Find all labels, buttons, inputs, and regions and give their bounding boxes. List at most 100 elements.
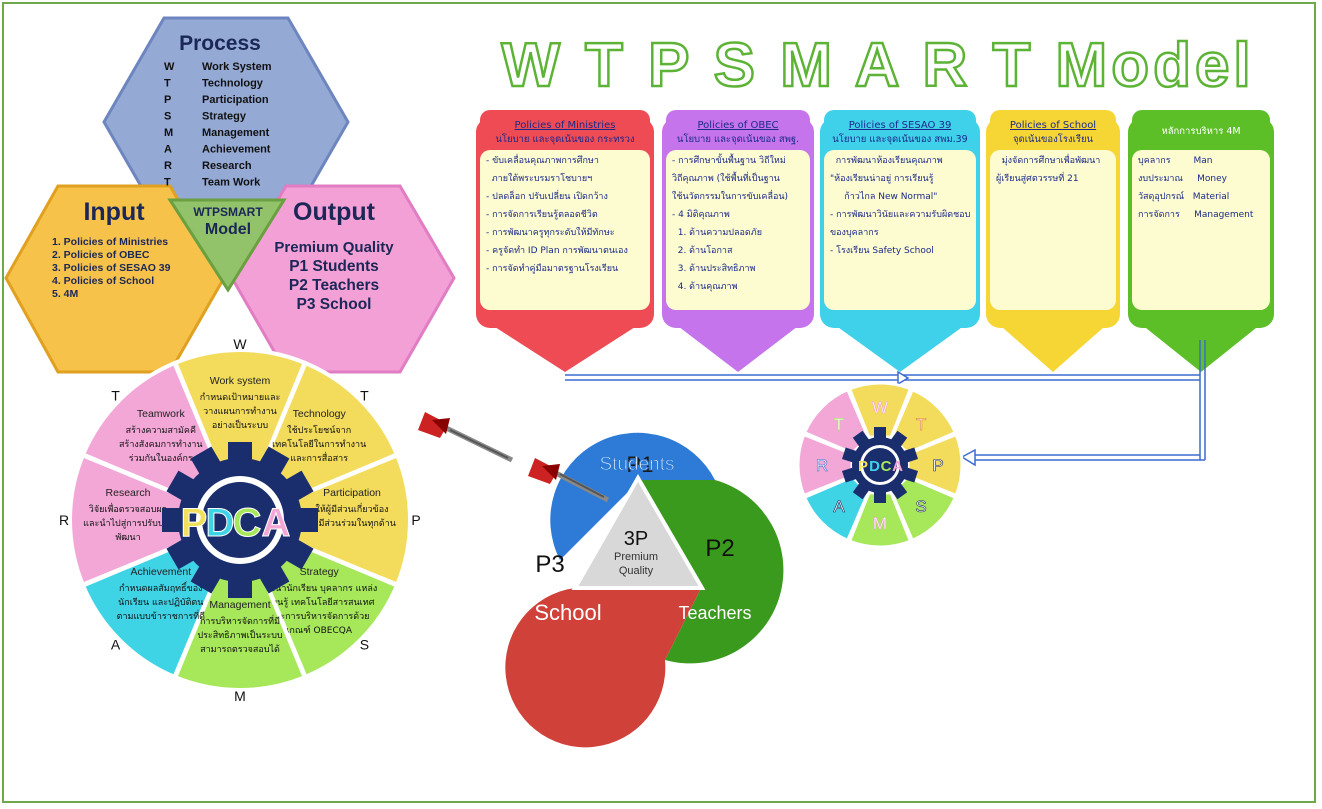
dart-icon [528,458,610,503]
wheel-petal: TTeamworkสร้างความสามัคคีสร้างสังคมการทำ… [80,360,222,502]
policy-line: วัสดุอุปกรณ์ Material [1138,190,1229,202]
input-item: 4. Policies of School [52,275,154,287]
policy-line: 2. ด้านโอกาส [672,245,733,256]
policy-panel-header [824,110,976,146]
p3-segment [505,588,700,748]
output-item: P3 School [297,296,372,313]
small-wheel-petal [847,381,913,439]
premium-label: Premium [614,551,658,563]
wheel-petal-title: Management [209,599,270,611]
policy-panel-arrow [828,320,972,372]
output-item: P2 Teachers [289,277,379,294]
small-wheel-petal [796,432,854,498]
p2-teachers-label: Teachers [678,603,751,623]
policy-title: Policies of Ministries [515,120,616,131]
wheel-petal-letter: S [360,636,369,652]
process-letter: P [164,94,171,106]
process-item: Participation [202,94,269,106]
policy-line: - ปลดล็อก ปรับเปลี่ยน เปิดกว้าง [486,189,608,202]
input-item: 3. Policies of SESAO 39 [52,262,171,274]
small-wheel-letter: T [916,415,926,434]
policy-panel-header [1132,110,1270,146]
output-item: Premium Quality [274,239,394,256]
policy-line: 1. ด้านความปลอดภัย [672,227,762,238]
input-item: 5. 4M [52,288,79,300]
wheel-petal-line: พัฒนานักเรียน บุคลากร แหล่ง [261,583,377,594]
policy-line: - การจัดทำคู่มือมาตรฐานโรงเรียน [486,263,618,274]
process-item: Research [202,160,252,172]
small-pdca-letter: C [881,458,892,475]
pdca-wheel: W Work system กำหนดเป้าหมายและวางแผนการทำง… [59,336,421,704]
wheel-petal-letter: W [233,336,247,352]
policy-subtitle: นโยบาย และจุดเน้นของ สพฐ. [677,133,799,145]
input-heading: Input [83,198,145,226]
policy-panel-body [666,150,810,310]
policy-title: Policies of OBEC [697,120,778,131]
wheel-petal-letter: R [59,512,69,528]
wheel-petal: TTechnologyใช้ประโยชน์จากเทคโนโลยีในการท… [258,360,400,502]
wheel-petal-title: Work system [210,375,271,387]
policy-line: ผู้เรียนสู่ศตวรรษที่ 21 [996,171,1079,184]
pdca-letter: D [206,501,235,545]
p1-students-label: Students [600,454,675,475]
wheel-petal-line: วิจัยเพื่อตรวจสอบผล [89,502,167,515]
policy-line: 3. ด้านประสิทธิภาพ [672,263,756,274]
small-wheel-letter: T [834,415,844,434]
small-wheel-letter: P [932,456,943,475]
wheel-petal-letter: M [234,688,246,704]
output-heading: Output [293,198,376,226]
small-wheel-letter: S [915,497,926,516]
p3-school-label: School [534,600,601,625]
policy-subtitle: จุดเน้นของโรงเรียน [1013,133,1094,145]
policy-line: - การพัฒนาวินัยและความรับผิดชอบ [830,209,971,220]
policy-line: ใช้นวัตกรรมในการขับเคลื่อน) [672,189,788,202]
p3-label: P3 [535,551,564,578]
center-label-line1: WTPSMART [193,205,263,219]
policy-line: - 4 มิติคุณภาพ [672,209,730,220]
policy-panel-body [824,150,976,310]
policy-line: งบประมาณ Money [1138,174,1228,184]
pdca-letter: C [233,501,262,545]
wheel-petal-letter: A [111,636,121,652]
policy-subtitle: หลักการบริหาร 4M [1161,126,1240,137]
pdca-letter: A [262,501,291,545]
small-pdca-letter: A [892,458,903,475]
small-wheel-petal [890,387,958,455]
policy-title: Policies of SESAO 39 [849,120,952,131]
wheel-petal-title: Achievement [130,566,191,578]
three-p-diagram: P1 Students Students P2 Teachers P3 Scho… [505,432,784,748]
wheel-petal-title: Research [106,487,151,499]
policy-panel-header [666,110,810,146]
policy-line: ของบุคลากร [830,228,879,238]
process-letter: A [164,144,172,156]
policy-panel: หลักการบริหาร 4M บุคลากร Man งบประมาณ Mone… [1128,110,1274,372]
small-wheel-letter: A [833,497,845,516]
wheel-petal-line: ใช้ประโยชน์จาก [287,424,351,436]
output-item: P1 Students [289,258,379,275]
policy-line: มุ่งจัดการศึกษาเพื่อพัฒนา [996,153,1100,166]
wheel-petal-line: เทคโนโลยีในการทำงาน [272,439,366,450]
gear-icon [842,427,918,503]
policy-title: Policies of School [1010,120,1096,131]
process-item: Strategy [202,111,247,123]
process-item: Work System [202,61,272,73]
small-wheel-petal [906,432,964,498]
p2-label: P2 [705,535,734,562]
gear-icon [162,442,318,598]
small-wheel-petal [890,475,958,543]
policy-line: บุคลากร Man [1138,156,1212,166]
wheel-petal-title: Participation [323,487,381,499]
wheel-petal-line: ได้มีส่วนร่วมในทุกด้าน [307,518,396,529]
pdca-letter: P [181,501,208,545]
wheel-petal-line: กำหนดเป้าหมายและ [200,392,281,403]
wheel-petal-line: สร้างความสามัคคี [126,425,196,436]
wheel-petal-line: วางแผนการทำงาน [203,406,277,417]
process-letter: W [164,61,175,73]
policy-line: การพัฒนาห้องเรียนคุณภาพ [830,155,943,166]
policy-line: ก้าวไกล New Normal" [830,191,937,202]
wheel-petal-title: Technology [293,408,347,420]
